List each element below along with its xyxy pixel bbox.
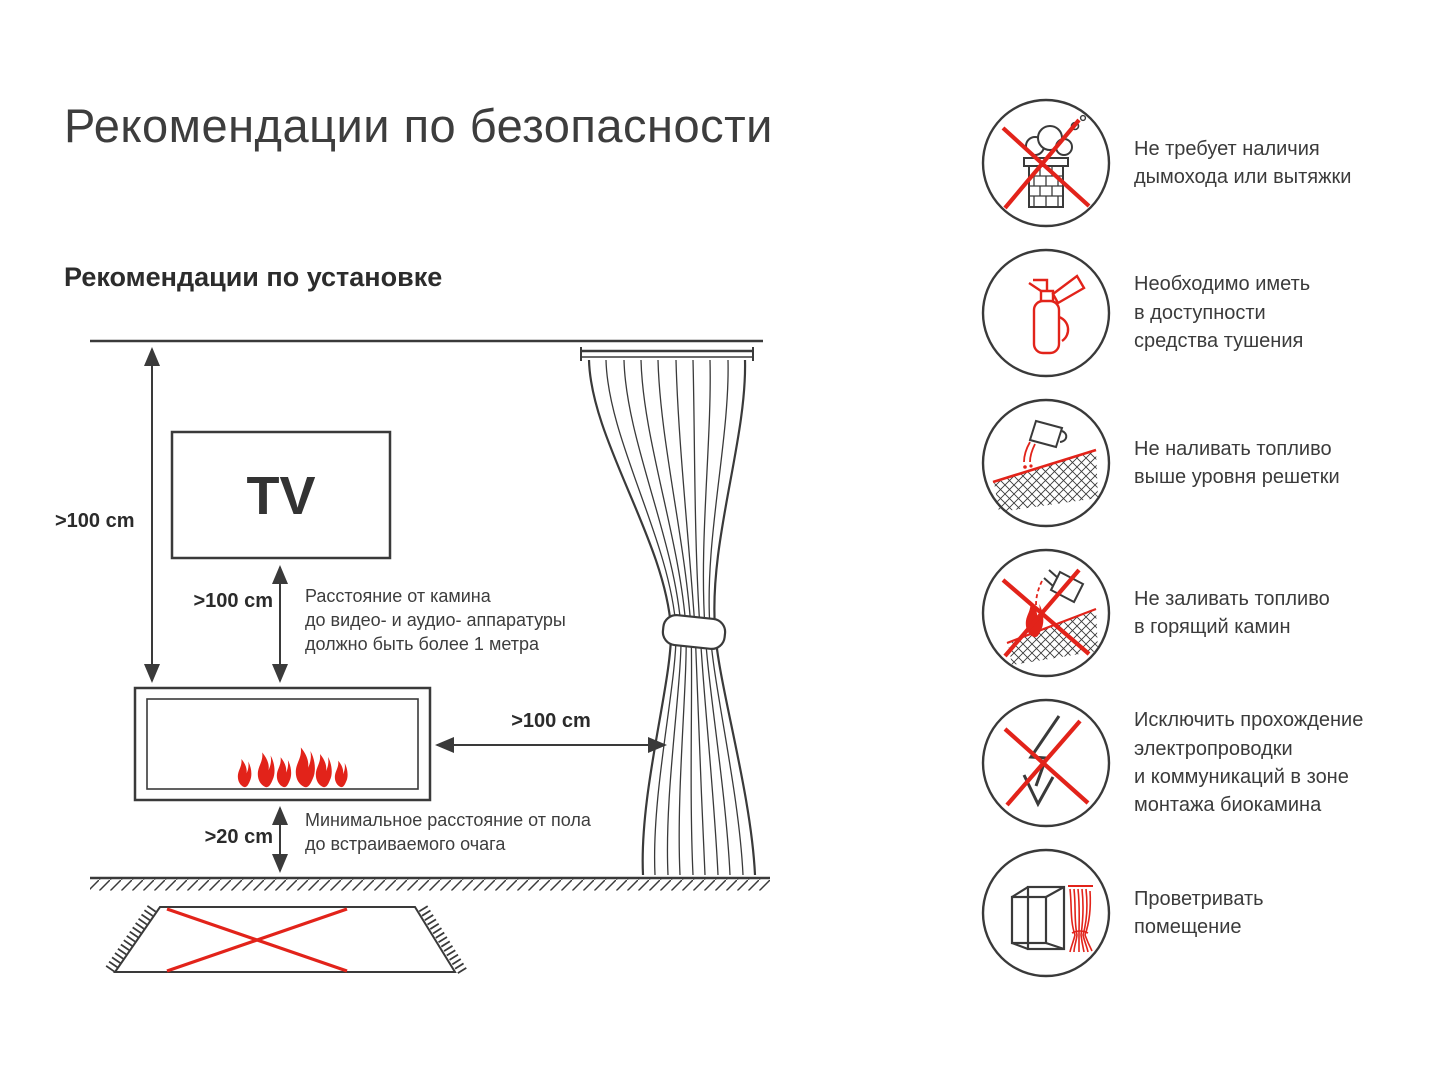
fuel-level-icon <box>981 398 1111 528</box>
svg-text:Расстояние от камина: Расстояние от камина <box>305 586 492 606</box>
dim-floor-label: >20 cm <box>205 826 273 848</box>
safety-text: Проветривать помещение <box>1134 887 1264 938</box>
carpet-red-cross <box>166 907 348 973</box>
ventilate-icon <box>981 848 1111 978</box>
carpet-forbidden <box>103 905 468 975</box>
dim-curtain-arrow: >100 cm <box>435 710 667 753</box>
safety-item-ventilate: Проветривать помещение <box>978 845 1430 981</box>
safety-item-fuel-level: Не наливать топливо выше уровня решетки <box>978 395 1430 531</box>
svg-text:Минимальное расстояние от пола: Минимальное расстояние от пола <box>305 810 592 830</box>
tv-label: TV <box>246 466 315 526</box>
installation-diagram: >100 cm TV >100 cm Расстояние от камина … <box>55 339 770 975</box>
svg-text:должно быть более 1 метра: должно быть более 1 метра <box>305 634 540 654</box>
dim-floor-arrow: >20 cm <box>205 806 288 873</box>
safety-text: Не заливать топливо в горящий камин <box>1134 587 1330 638</box>
no-wiring-icon <box>981 698 1111 828</box>
extinguisher-icon <box>981 248 1111 378</box>
safety-item-extinguisher: Необходимо иметь в доступности средства … <box>978 245 1430 381</box>
fireplace-flames <box>237 747 348 788</box>
svg-text:до видео- и аудио- аппаратуры: до видео- и аудио- аппаратуры <box>305 610 566 630</box>
curtain <box>580 347 757 876</box>
tv: TV <box>170 430 392 560</box>
dim-curtain-label: >100 cm <box>511 710 591 732</box>
curtain-tie <box>661 614 727 650</box>
dim-tv-arrow: >100 cm <box>193 565 288 683</box>
note-floor-distance: Минимальное расстояние от пола до встраи… <box>305 810 592 854</box>
safety-item-no-wiring: Исключить прохождение электропроводки и … <box>978 695 1430 831</box>
red-cross <box>1001 568 1091 658</box>
dim-wall-label: >100 cm <box>55 510 135 532</box>
no-refuel-burning-icon <box>981 548 1111 678</box>
note-av-distance: Расстояние от камина до видео- и аудио- … <box>305 586 566 654</box>
safety-item-no-chimney: Не требует наличия дымохода или вытяжки <box>978 95 1430 231</box>
floor <box>90 876 770 891</box>
section-subtitle: Рекомендации по установке <box>64 262 443 292</box>
red-cross <box>1003 719 1090 807</box>
fireplace <box>133 686 432 802</box>
svg-text:до встраиваемого очага: до встраиваемого очага <box>305 834 506 854</box>
safety-text: Не требует наличия дымохода или вытяжки <box>1134 137 1352 188</box>
curtain-strokes <box>1068 885 1093 953</box>
no-chimney-icon <box>981 98 1111 228</box>
dim-tv-label: >100 cm <box>193 590 273 612</box>
safety-text: Исключить прохождение электропроводки и … <box>1134 709 1364 817</box>
safety-item-no-refuel-burning: Не заливать топливо в горящий камин <box>978 545 1430 681</box>
red-cross <box>1001 118 1091 210</box>
dim-wall-arrow: >100 cm <box>55 347 160 683</box>
page-title: Рекомендации по безопасности <box>64 99 773 152</box>
safety-text: Не наливать топливо выше уровня решетки <box>1134 437 1340 488</box>
safety-list: Не требует наличия дымохода или вытяжки … <box>978 95 1430 981</box>
safety-text: Необходимо иметь в доступности средства … <box>1134 273 1311 353</box>
